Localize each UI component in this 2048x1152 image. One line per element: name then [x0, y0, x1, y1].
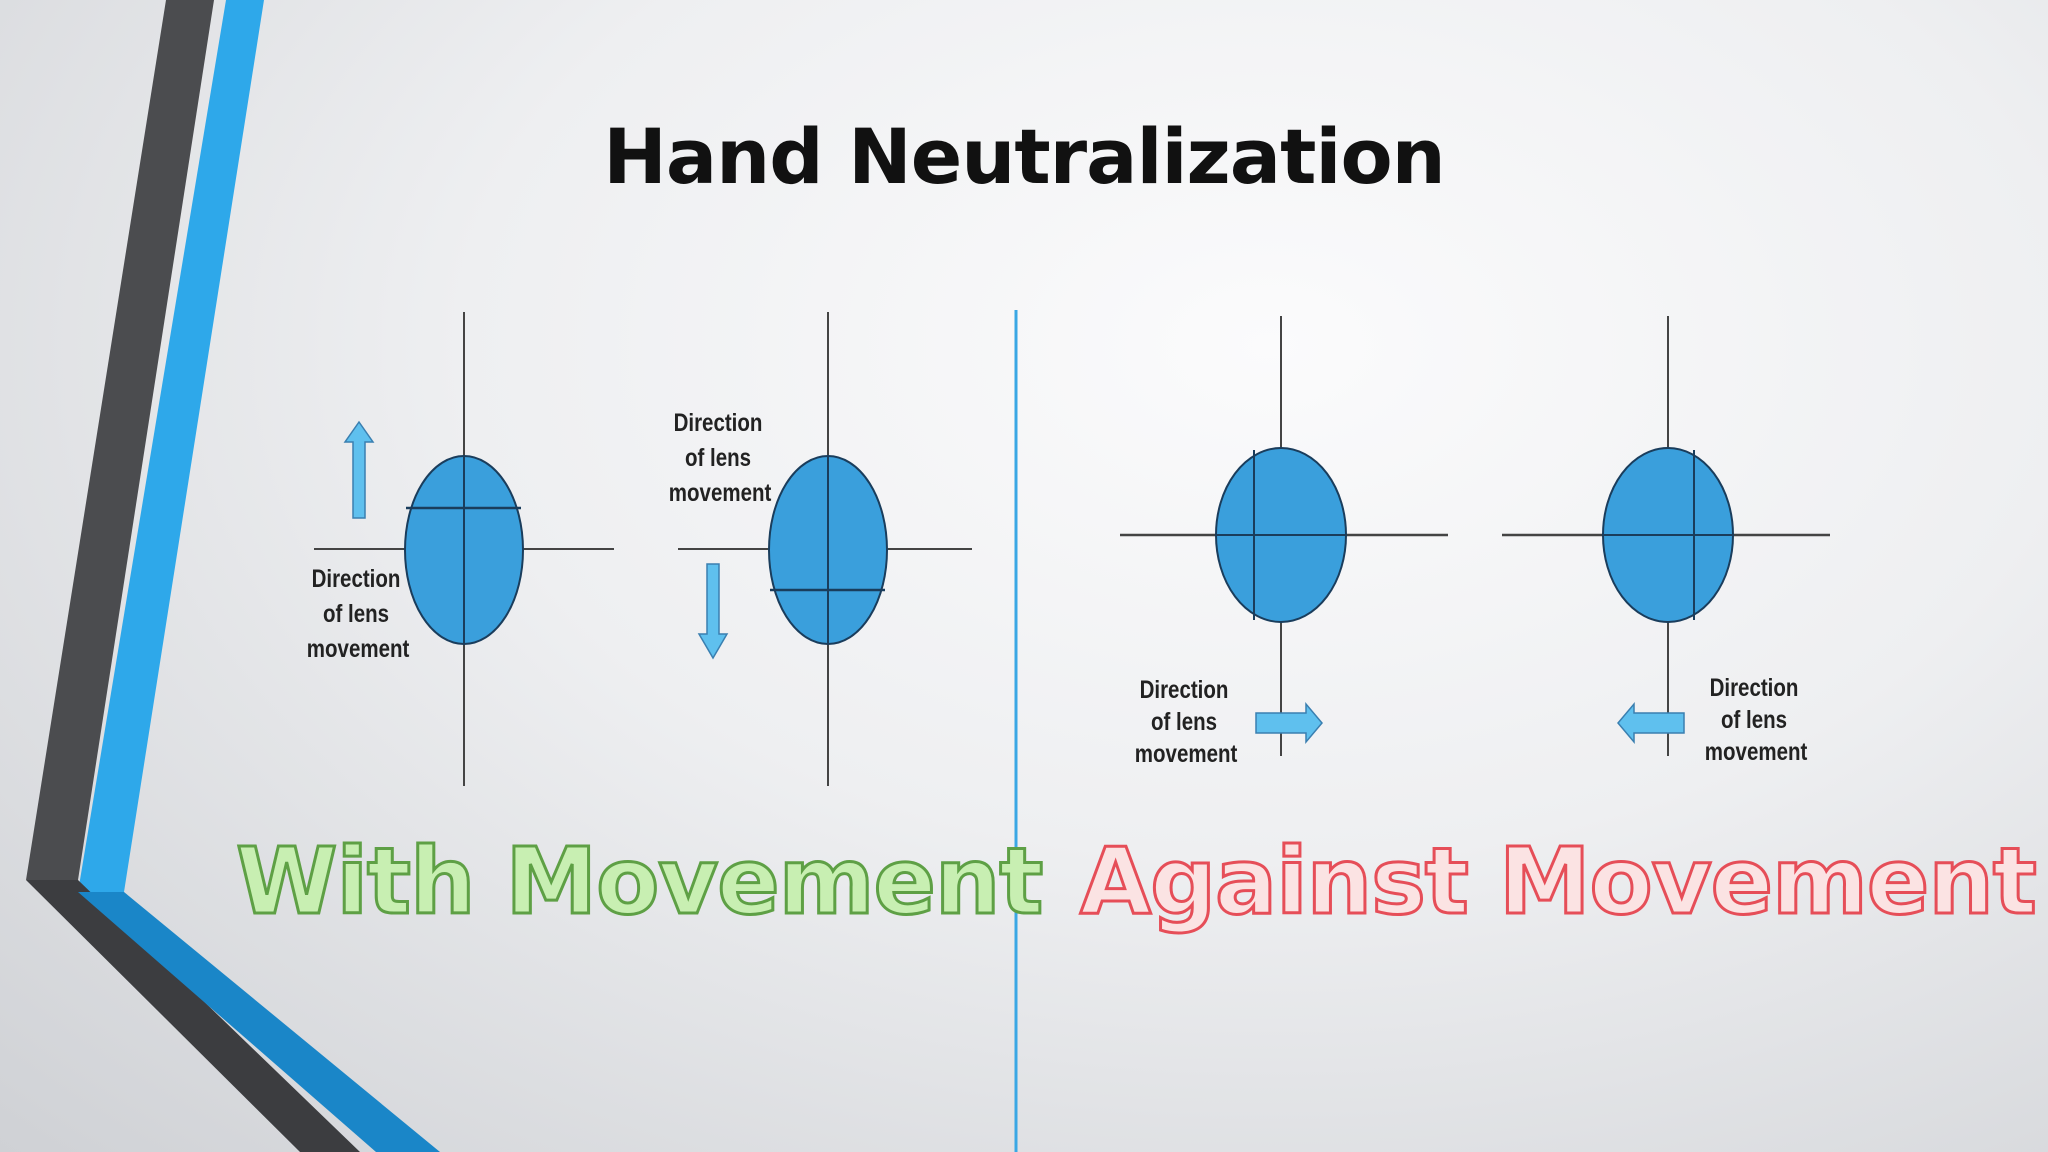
- right-arrow-icon: [1255, 701, 1323, 745]
- label-against-left: Direction of lens movement: [1704, 672, 1808, 768]
- panel-against-right: [1120, 316, 1448, 756]
- panel-with-down: [678, 312, 972, 786]
- left-arrow-icon: [1617, 701, 1685, 745]
- blue-stripe-vertical: [78, 0, 264, 892]
- down-arrow-icon: [697, 563, 729, 660]
- label-line: of lens: [1150, 708, 1218, 736]
- panel-with-up: [314, 312, 614, 786]
- label-line: Direction: [1139, 676, 1229, 704]
- label-line: Direction: [1709, 674, 1799, 702]
- panel-against-left: [1502, 316, 1830, 756]
- label-line: movement: [1134, 740, 1238, 768]
- dark-stripe-diagonal: [26, 880, 360, 1152]
- label-with-down: Direction of lens movement: [668, 406, 772, 511]
- blue-stripe-diagonal: [78, 892, 440, 1152]
- caption-against-movement: Against Movement: [1079, 828, 2039, 935]
- label-line: of lens: [684, 444, 752, 472]
- dark-stripe-vertical: [26, 0, 214, 880]
- up-arrow-icon: [343, 420, 375, 519]
- label-line: movement: [668, 479, 772, 507]
- label-line: movement: [306, 635, 410, 663]
- label-with-up: Direction of lens movement: [306, 562, 410, 667]
- label-against-right: Direction of lens movement: [1134, 674, 1238, 770]
- caption-with-movement: With Movement: [234, 828, 1044, 935]
- label-line: movement: [1704, 738, 1808, 766]
- label-line: Direction: [673, 409, 763, 437]
- slide-title: Hand Neutralization: [603, 112, 1446, 201]
- label-line: Direction: [311, 565, 401, 593]
- label-line: of lens: [1720, 706, 1788, 734]
- label-line: of lens: [322, 600, 390, 628]
